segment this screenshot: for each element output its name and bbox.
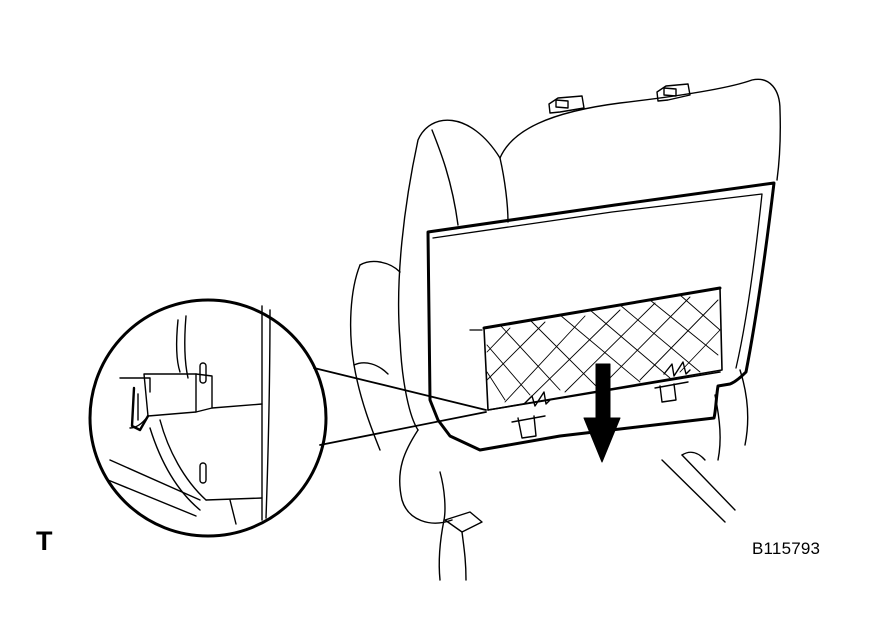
figure-code: B115793 xyxy=(752,539,821,558)
down-arrow-icon xyxy=(583,363,621,463)
clip-left xyxy=(511,391,551,439)
figure-marker-label: T xyxy=(36,526,53,556)
headrest-guide-left xyxy=(548,95,585,114)
net-mesh xyxy=(486,294,721,403)
detail-view xyxy=(88,298,487,538)
seatback-body xyxy=(349,78,781,581)
seatback-board xyxy=(426,181,776,452)
headrest-guide-right xyxy=(656,83,691,102)
clip-right xyxy=(654,361,691,403)
